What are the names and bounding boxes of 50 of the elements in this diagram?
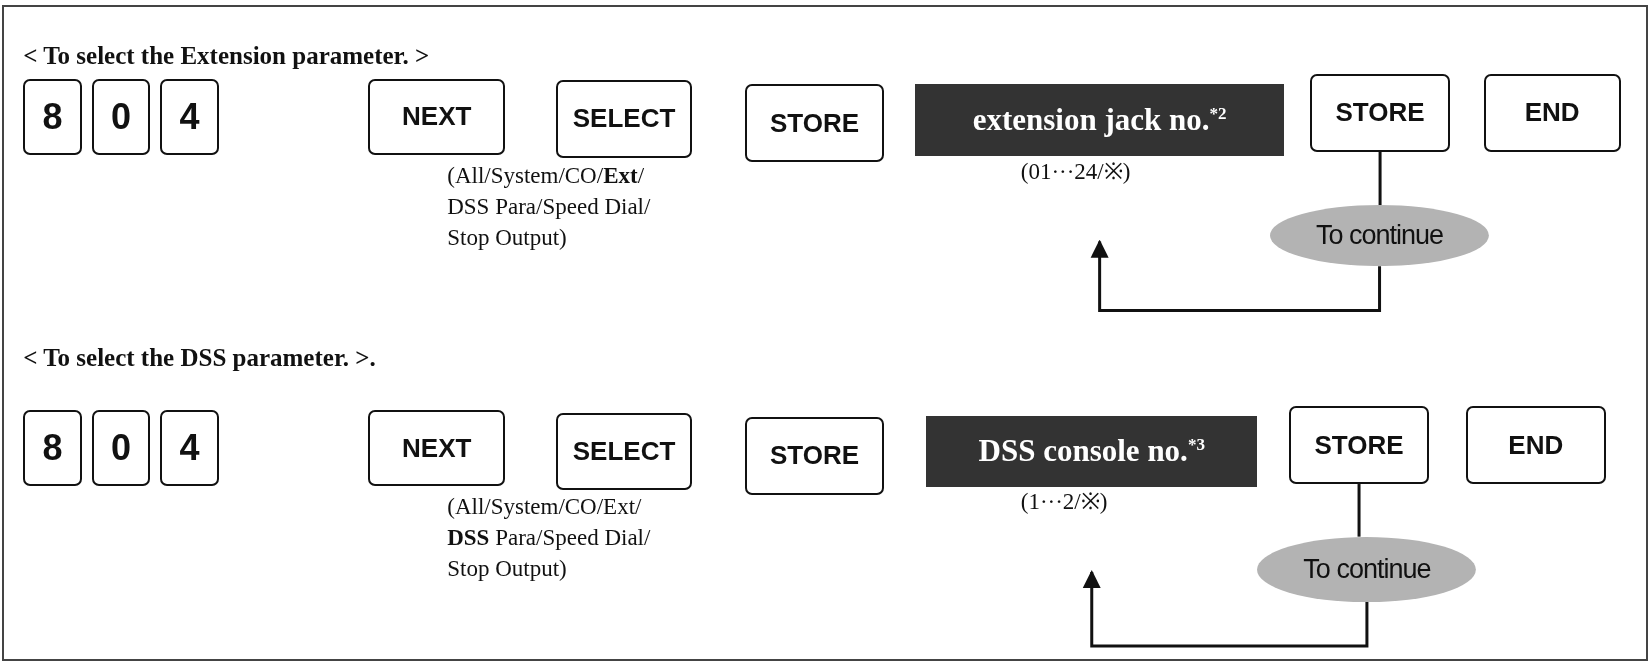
key-label: STORE [1335,97,1425,129]
key-label: END [1508,429,1564,461]
key [159,78,219,155]
connector-line [1378,151,1382,206]
key [1465,406,1606,485]
key-label: 0 [111,95,131,138]
display-label: DSS console no.$^{*3}$ [978,433,1205,470]
continue-oval [1257,536,1477,602]
key-label: 4 [179,427,200,470]
section-heading: < To select the Extension parameter. > [23,42,430,71]
range-note: (1···2/※) [1020,488,1109,517]
key [368,78,506,155]
section-heading: < To select the DSS parameter. >. [23,344,376,373]
key [23,78,83,155]
key [91,410,151,487]
continue-label: To continue [1303,553,1431,585]
range-note: (01···24/※) [1020,157,1132,186]
key [368,410,506,487]
key-label: SELECT [572,435,676,467]
display-field [926,415,1258,488]
option-list: (All/System/CO/Ext/ DSS Para/Speed Dial/ Stop Output) [447,159,674,253]
key-label: SELECT [572,103,676,135]
continue-label: To continue [1316,220,1444,252]
key [1483,73,1621,152]
key-label: 8 [42,427,63,470]
key [745,84,884,163]
key [159,410,219,487]
option-list: (All/System/CO/Ext/ DSS Para/Speed Dial/ Stop Output) [447,491,674,585]
key-label: 8 [42,95,63,138]
key [91,78,151,155]
key-label: END [1524,97,1580,129]
display-field [915,84,1284,156]
key [1289,406,1429,485]
key-label: 0 [111,427,131,470]
key-label: STORE [769,107,859,139]
continue-oval [1270,205,1489,267]
key-label: NEXT [402,101,472,133]
key-label: 4 [179,95,200,138]
key [555,79,693,158]
key [23,410,83,487]
return-arrow [1090,239,1382,312]
key-label: STORE [1314,429,1404,461]
key-label: STORE [769,440,859,472]
key [555,412,693,491]
key [1310,73,1451,152]
key-label: NEXT [402,432,472,464]
connector-line [1357,484,1361,537]
key [745,416,884,495]
display-label: extension jack no.$^{*2}$ [972,101,1227,138]
return-arrow [1082,570,1369,648]
